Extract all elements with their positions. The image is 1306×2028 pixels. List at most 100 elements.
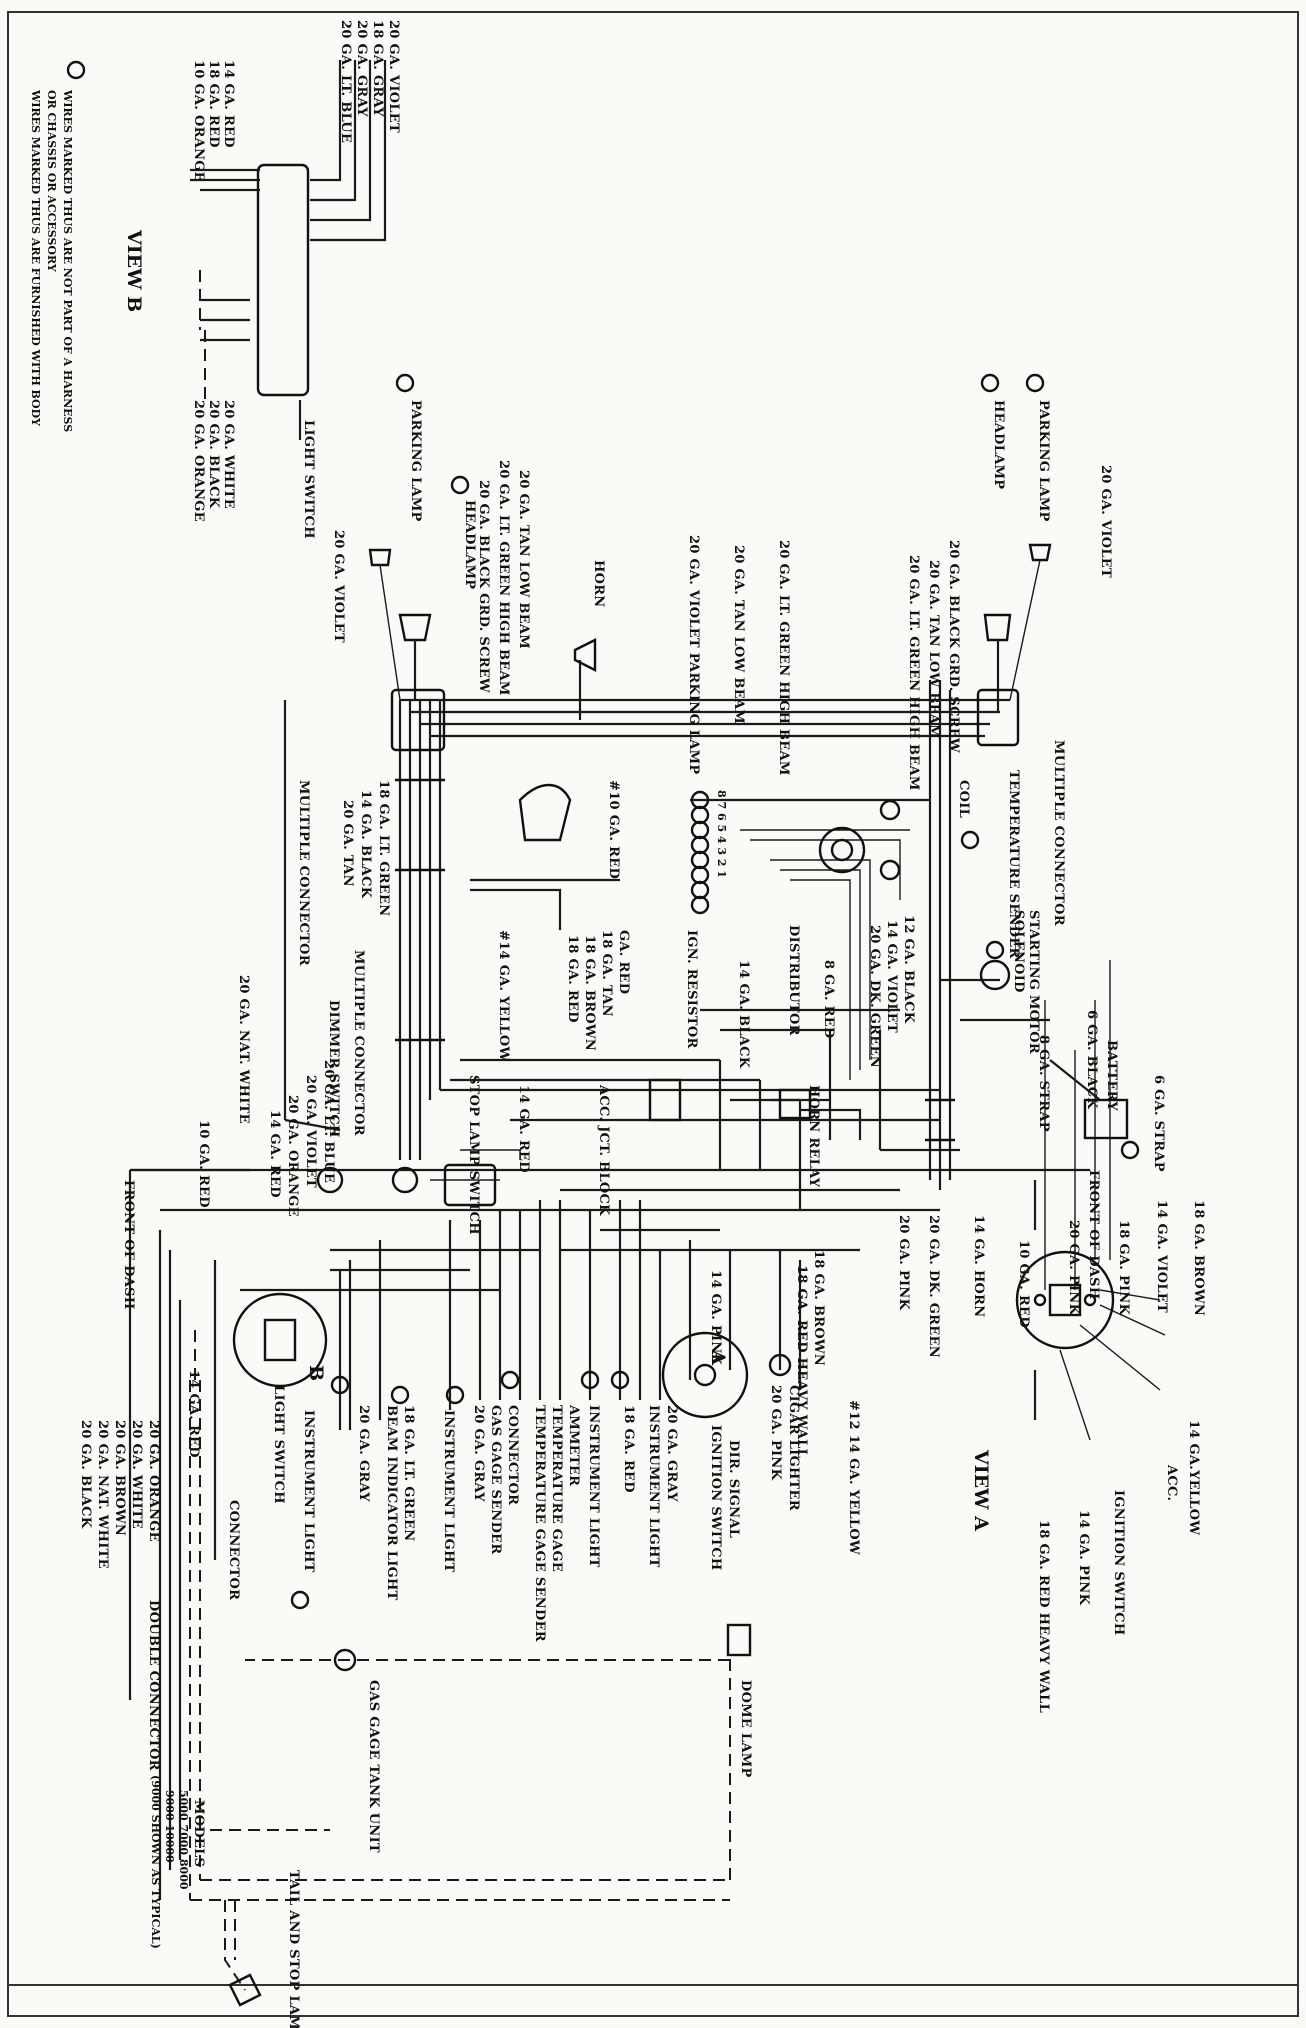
temperature-sender-symbol bbox=[960, 830, 980, 850]
models-title: MODELS bbox=[191, 1800, 206, 1867]
c-20-tan: 20 GA. TAN bbox=[340, 800, 355, 887]
labels: WIRES MARKED THUS ARE NOT PART OF A HARN… bbox=[29, 20, 1206, 2028]
c-14-red: 14 GA. RED bbox=[516, 1085, 531, 1173]
p-dome-lamp: DOME LAMP bbox=[738, 1680, 753, 1778]
l-tan-low: 20 GA. TAN LOW BEAM bbox=[516, 470, 531, 649]
p-black: 20 GA. BLACK bbox=[78, 1420, 93, 1529]
left-headlamp-symbol bbox=[398, 613, 432, 642]
r-14-violet: 14 GA. VIOLET bbox=[884, 920, 899, 1033]
c-18-red: 18 GA. RED bbox=[565, 935, 580, 1023]
c-14-black: 14 GA. BLACK bbox=[358, 790, 373, 899]
vb-10-orange: 10 GA. ORANGE bbox=[191, 60, 206, 182]
gas-gage-tank-unit-symbol bbox=[333, 1648, 357, 1672]
horn-symbol bbox=[573, 638, 597, 672]
vb-20-white: 20 GA. WHITE bbox=[221, 400, 236, 509]
c-violet-parking: 20 GA. VIOLET PARKING LAMP bbox=[686, 535, 701, 774]
r-front-dash: FRONT OF DASH bbox=[1086, 1170, 1101, 1299]
instrument-light-symbol bbox=[330, 1375, 350, 1395]
marker-panel bbox=[290, 1590, 310, 1610]
p-ltgreen: 18 GA. LT. GREEN bbox=[401, 1405, 416, 1541]
p-white: 20 GA. WHITE bbox=[129, 1420, 144, 1529]
p-red2: 18 GA. RED bbox=[621, 1405, 636, 1493]
p-ammeter: AMMETER bbox=[566, 1404, 581, 1486]
r-ltgreen-high: 20 GA. LT. GREEN HIGH BEAM bbox=[906, 555, 921, 791]
legend-note-line1: WIRES MARKED THUS ARE NOT PART OF A HARN… bbox=[61, 89, 74, 432]
r-6-strap: 6 GA. STRAP bbox=[1151, 1075, 1166, 1172]
generator-symbol bbox=[518, 783, 572, 842]
vb-20-black: 20 GA. BLACK bbox=[206, 400, 221, 509]
light-switch-panel-symbol bbox=[232, 1292, 328, 1388]
vb-20-violet: 20 GA. VIOLET bbox=[386, 20, 401, 133]
vb-20-ltblue: 20 GA. LT. BLUE bbox=[338, 20, 353, 143]
p-temp-gage: TEMPERATURE GAGE bbox=[549, 1405, 564, 1572]
p-14-pink: 14 GA. PINK bbox=[708, 1270, 723, 1366]
va-yellow: 14 GA.YELLOW bbox=[1186, 1420, 1201, 1535]
vb-20-gray: 20 GA. GRAY bbox=[354, 20, 369, 117]
marker-left-parking bbox=[395, 373, 415, 393]
l-horn: HORN bbox=[591, 560, 606, 608]
va-14-violet: 14 GA. VIOLET bbox=[1154, 1200, 1169, 1313]
vb-light-switch: LIGHT SWITCH bbox=[301, 420, 316, 539]
dome-lamp-symbol bbox=[726, 1623, 752, 1657]
p-connector2: CONNECTOR bbox=[505, 1405, 520, 1505]
p-18-red-hw: 18 GA. RED HEAVY WALL bbox=[794, 1265, 809, 1458]
legend-note-line2: OR CHASSIS OR ACCESSORY bbox=[45, 90, 58, 272]
p-cigar: CIGAR LIGHTER bbox=[786, 1385, 801, 1511]
p-gas-sender: GAS GAGE SENDER bbox=[488, 1405, 503, 1555]
r-multiple-connector: MULTIPLE CONNECTOR bbox=[1051, 740, 1066, 926]
acc-junction-block bbox=[443, 1163, 497, 1207]
l-gnd-screw: 20 GA. BLACK GRD. SCREW bbox=[476, 480, 491, 693]
r-6-black: 6 GA. BLACK bbox=[1084, 1010, 1099, 1109]
marker-right-headlamp bbox=[980, 373, 1000, 393]
c-14-ltgreen: 18 GA. LT. GREEN bbox=[376, 780, 391, 916]
models-line3: (9000 SHOWN AS TYPICAL) bbox=[149, 1775, 162, 1949]
c-mult3: MULTIPLE CONNECTOR bbox=[296, 780, 311, 966]
c-mult2: MULTIPLE CONNECTOR bbox=[351, 950, 366, 1136]
p-natwhite2: 20 GA. NAT. WHITE bbox=[95, 1420, 110, 1569]
p-temp-gage-sender: TEMPERATURE GAGE SENDER bbox=[532, 1405, 547, 1642]
page-border bbox=[7, 11, 1299, 2017]
r-tan-low: 20 GA. TAN LOW BEAM bbox=[926, 560, 941, 739]
c-18-tan: 18 GA. TAN bbox=[599, 930, 614, 1017]
va-acc: ACC. bbox=[1164, 1464, 1179, 1501]
p-20pink: 20 GA. PINK bbox=[768, 1385, 783, 1481]
starting-motor-symbol bbox=[979, 959, 1011, 991]
p-instr-light: INSTRUMENT LIGHT bbox=[301, 1410, 316, 1573]
r-starting-motor: STARTING MOTOR bbox=[1026, 910, 1041, 1054]
view-b-light-switch bbox=[256, 163, 310, 397]
legend-marker bbox=[66, 60, 86, 80]
r-dist-nums: 8 7 6 5 4 3 2 1 bbox=[715, 790, 728, 878]
p-b: B bbox=[305, 1365, 327, 1381]
right-parking-lamp-symbol bbox=[1028, 543, 1052, 562]
c-10-red: #10 GA. RED bbox=[606, 780, 621, 879]
dimmer-switch-symbol bbox=[316, 1166, 344, 1194]
ignition-switch-panel-symbol bbox=[661, 1331, 749, 1419]
c-resistor: IGN. RESISTOR bbox=[684, 930, 699, 1049]
p-orange: 20 GA. ORANGE bbox=[285, 1095, 300, 1217]
p-ign-switch: IGNITION SWITCH bbox=[708, 1425, 723, 1571]
r-parking-lamp: PARKING LAMP bbox=[1036, 400, 1051, 522]
marker-right-parking bbox=[1025, 373, 1045, 393]
marker-left-headlamp bbox=[450, 475, 470, 495]
r-coil: COIL bbox=[956, 780, 971, 818]
l-20-violet: 20 GA. VIOLET bbox=[331, 530, 346, 643]
r-8-strap: 8 GA. STRAP bbox=[1036, 1035, 1051, 1132]
main-harness bbox=[128, 660, 1166, 1900]
p-yellow: #12 14 GA. YELLOW bbox=[846, 1400, 861, 1555]
p-gray: 20 GA. GRAY bbox=[356, 1405, 371, 1502]
r-headlamp: HEADLAMP bbox=[991, 400, 1006, 489]
p-orange2: 20 GA. ORANGE bbox=[146, 1420, 161, 1542]
r-8-red: 8 GA. RED bbox=[821, 960, 836, 1039]
r-20-pink: 20 GA. PINK bbox=[896, 1215, 911, 1311]
horn-relay-symbol bbox=[778, 1088, 812, 1120]
view-a-title: VIEW A bbox=[970, 1449, 992, 1531]
va-ign-switch: IGNITION SWITCH bbox=[1111, 1490, 1126, 1636]
va-18-red-hw: 18 GA. RED HEAVY WALL bbox=[1036, 1520, 1051, 1713]
cigar-lighter-symbol bbox=[768, 1353, 792, 1377]
r-horn-relay: HORN RELAY bbox=[806, 1085, 821, 1188]
models-line1: 5000 7000 8000 bbox=[177, 1790, 190, 1890]
stop-lamp-switch-symbol bbox=[391, 1166, 419, 1194]
view-b-title: VIEW B bbox=[123, 229, 145, 312]
view-a-ignition-switch bbox=[1015, 1250, 1115, 1350]
r-battery: BATTERY bbox=[1104, 1040, 1119, 1111]
